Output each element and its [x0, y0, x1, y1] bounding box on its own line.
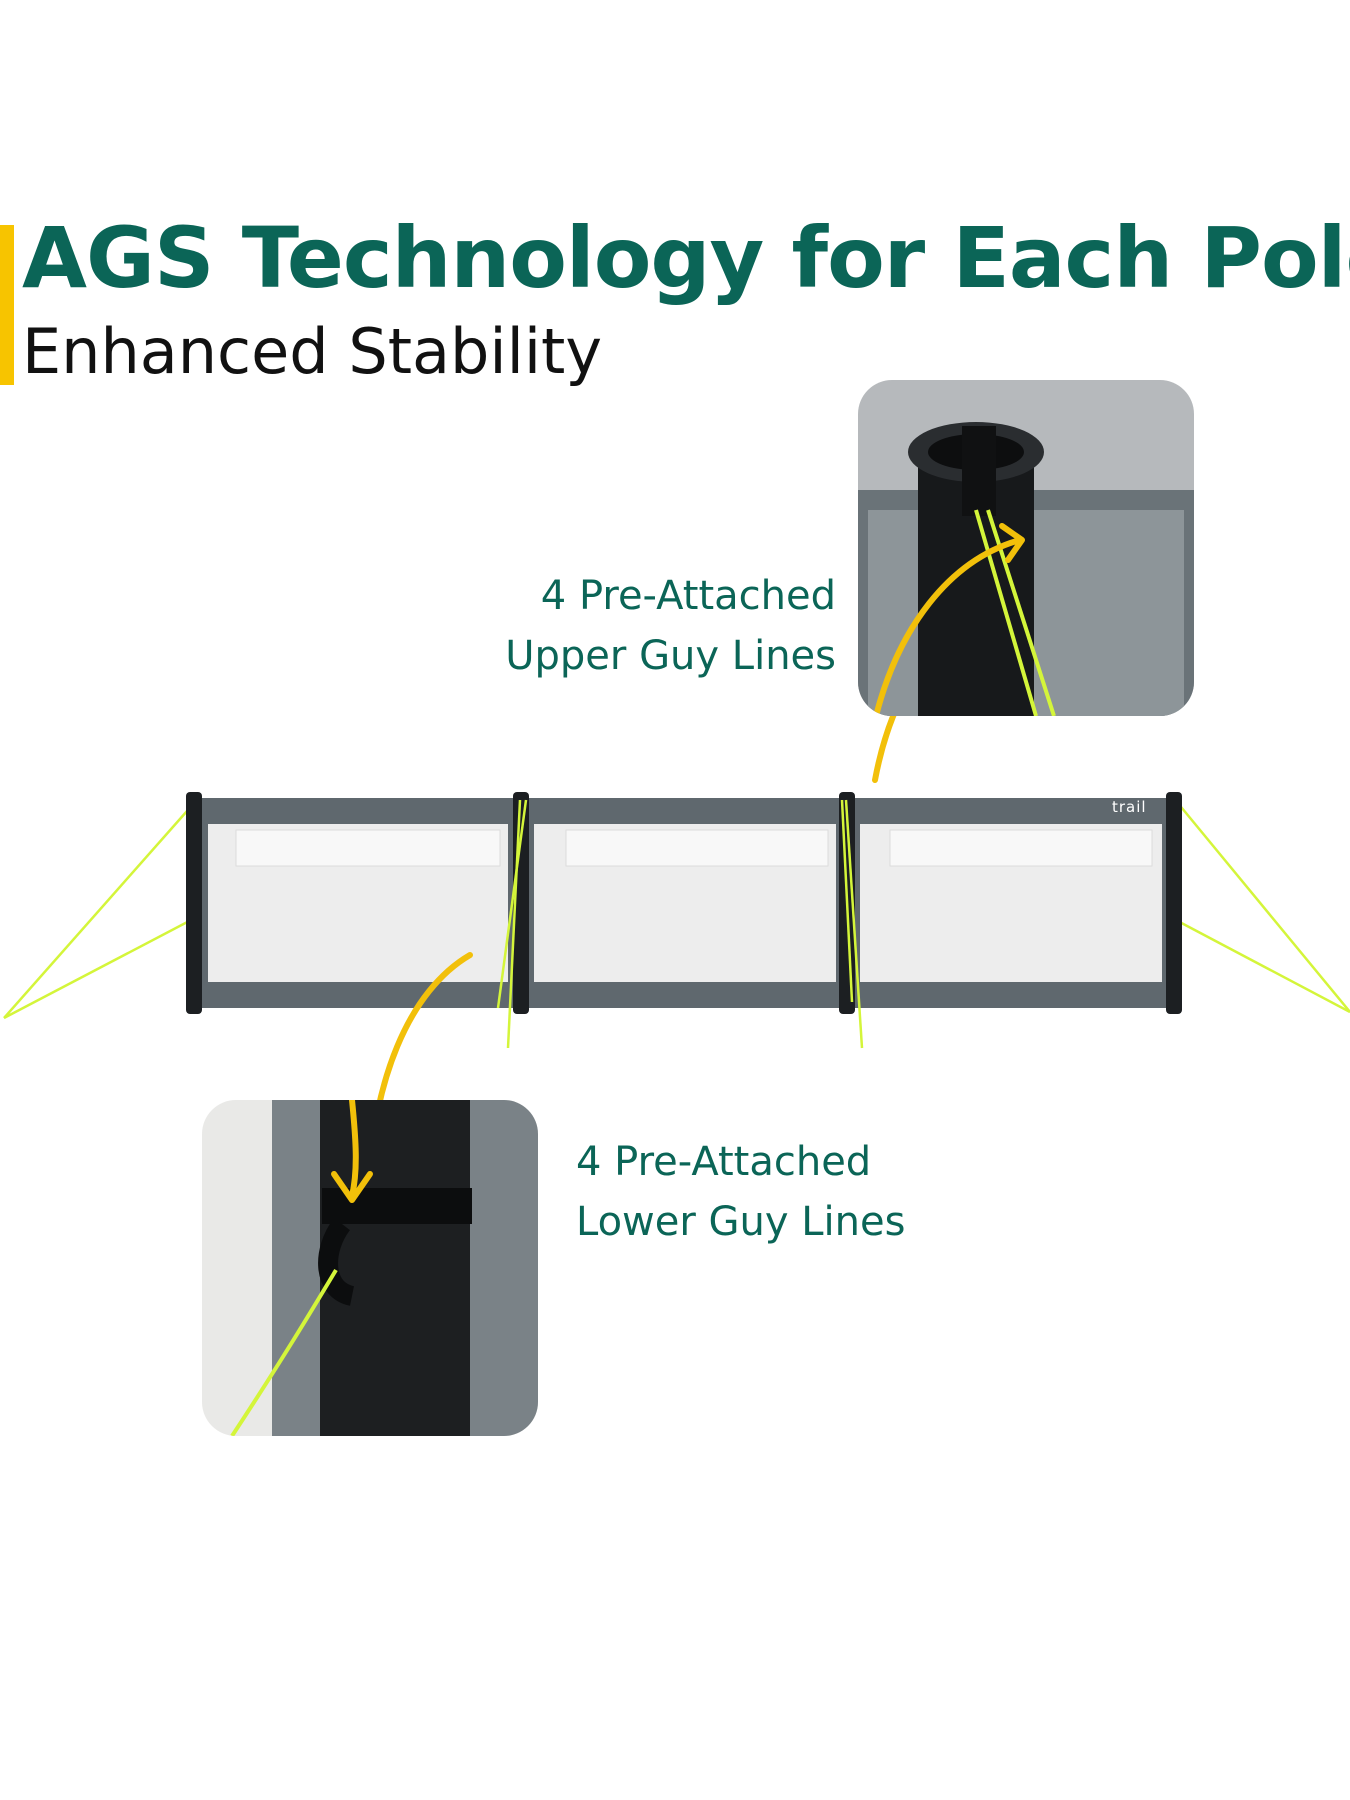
brand-logo: trail — [1112, 798, 1147, 816]
page-subtitle: Enhanced Stability — [22, 315, 603, 388]
lower-callout-line1: 4 Pre-Attached — [576, 1139, 872, 1185]
upper-callout-line1: 4 Pre-Attached — [540, 573, 836, 619]
windbreak-panel-2 — [524, 798, 844, 1008]
lower-guy-lines-callout: 4 Pre-Attached Lower Guy Lines — [576, 1132, 905, 1252]
page-title: AGS Technology for Each Pole — [22, 209, 1350, 307]
upper-callout-line2: Upper Guy Lines — [505, 633, 836, 679]
lower-callout-line2: Lower Guy Lines — [576, 1199, 906, 1245]
windbreak-panel-1 — [196, 798, 518, 1008]
guy-lines-left — [3, 801, 196, 1020]
upper-guy-line-photo — [858, 380, 1194, 716]
accent-bar — [0, 225, 14, 385]
upper-guy-lines-callout: 4 Pre-Attached Upper Guy Lines — [505, 566, 836, 686]
lower-guy-line-photo — [202, 1100, 538, 1436]
windbreak-panel-3 — [850, 798, 1170, 1008]
guy-lines-right — [1171, 795, 1350, 1014]
guy-lines-central — [496, 799, 864, 1049]
